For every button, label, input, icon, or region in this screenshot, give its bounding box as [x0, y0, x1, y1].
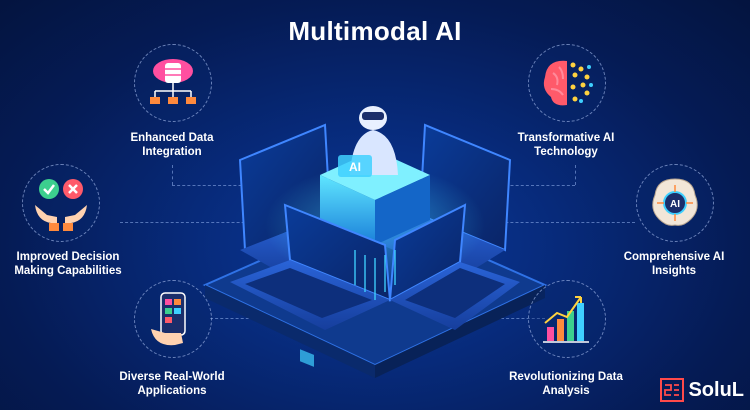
svg-text:AI: AI [670, 199, 680, 210]
feature-label-data-integration: Enhanced Data Integration [130, 132, 214, 158]
connector-line [172, 165, 173, 185]
transformative-icon-circle [528, 44, 606, 122]
data-analysis-icon-circle [528, 280, 606, 358]
cloud-database-icon [150, 59, 196, 104]
data-integration-icon-circle [134, 44, 212, 122]
feature-label-data-analysis: Revolutionizing Data Analysis [509, 371, 623, 397]
ai-brain-chip-icon: AI [652, 178, 698, 226]
connector-line [575, 165, 576, 185]
brand-logo: SoluL [660, 378, 744, 402]
connector-line [460, 318, 545, 319]
check-cross-hands-icon [35, 179, 87, 231]
page-title: Multimodal AI [288, 16, 462, 46]
brain-circuit-icon [543, 60, 593, 106]
feature-label-insights: Comprehensive AI Insights [623, 251, 725, 277]
robot-ai-badge: AI [349, 160, 361, 174]
feature-label-applications: Diverse Real-World Applications [119, 371, 225, 397]
connector-line [120, 222, 270, 223]
applications-icon-circle [134, 280, 212, 358]
feature-label-transformative: Transformative AI Technology [517, 132, 615, 158]
smartphone-hand-icon [151, 292, 186, 346]
connector-line [480, 222, 635, 223]
connector-line [490, 185, 575, 186]
solulab-logo-icon [660, 378, 685, 402]
decision-making-icon-circle [22, 164, 100, 242]
brand-name: SoluL [688, 378, 744, 401]
feature-label-decision-making: Improved Decision Making Capabilities [14, 251, 122, 277]
bar-chart-icon [543, 296, 589, 343]
connector-line [172, 185, 262, 186]
insights-icon-circle: AI [636, 164, 714, 242]
